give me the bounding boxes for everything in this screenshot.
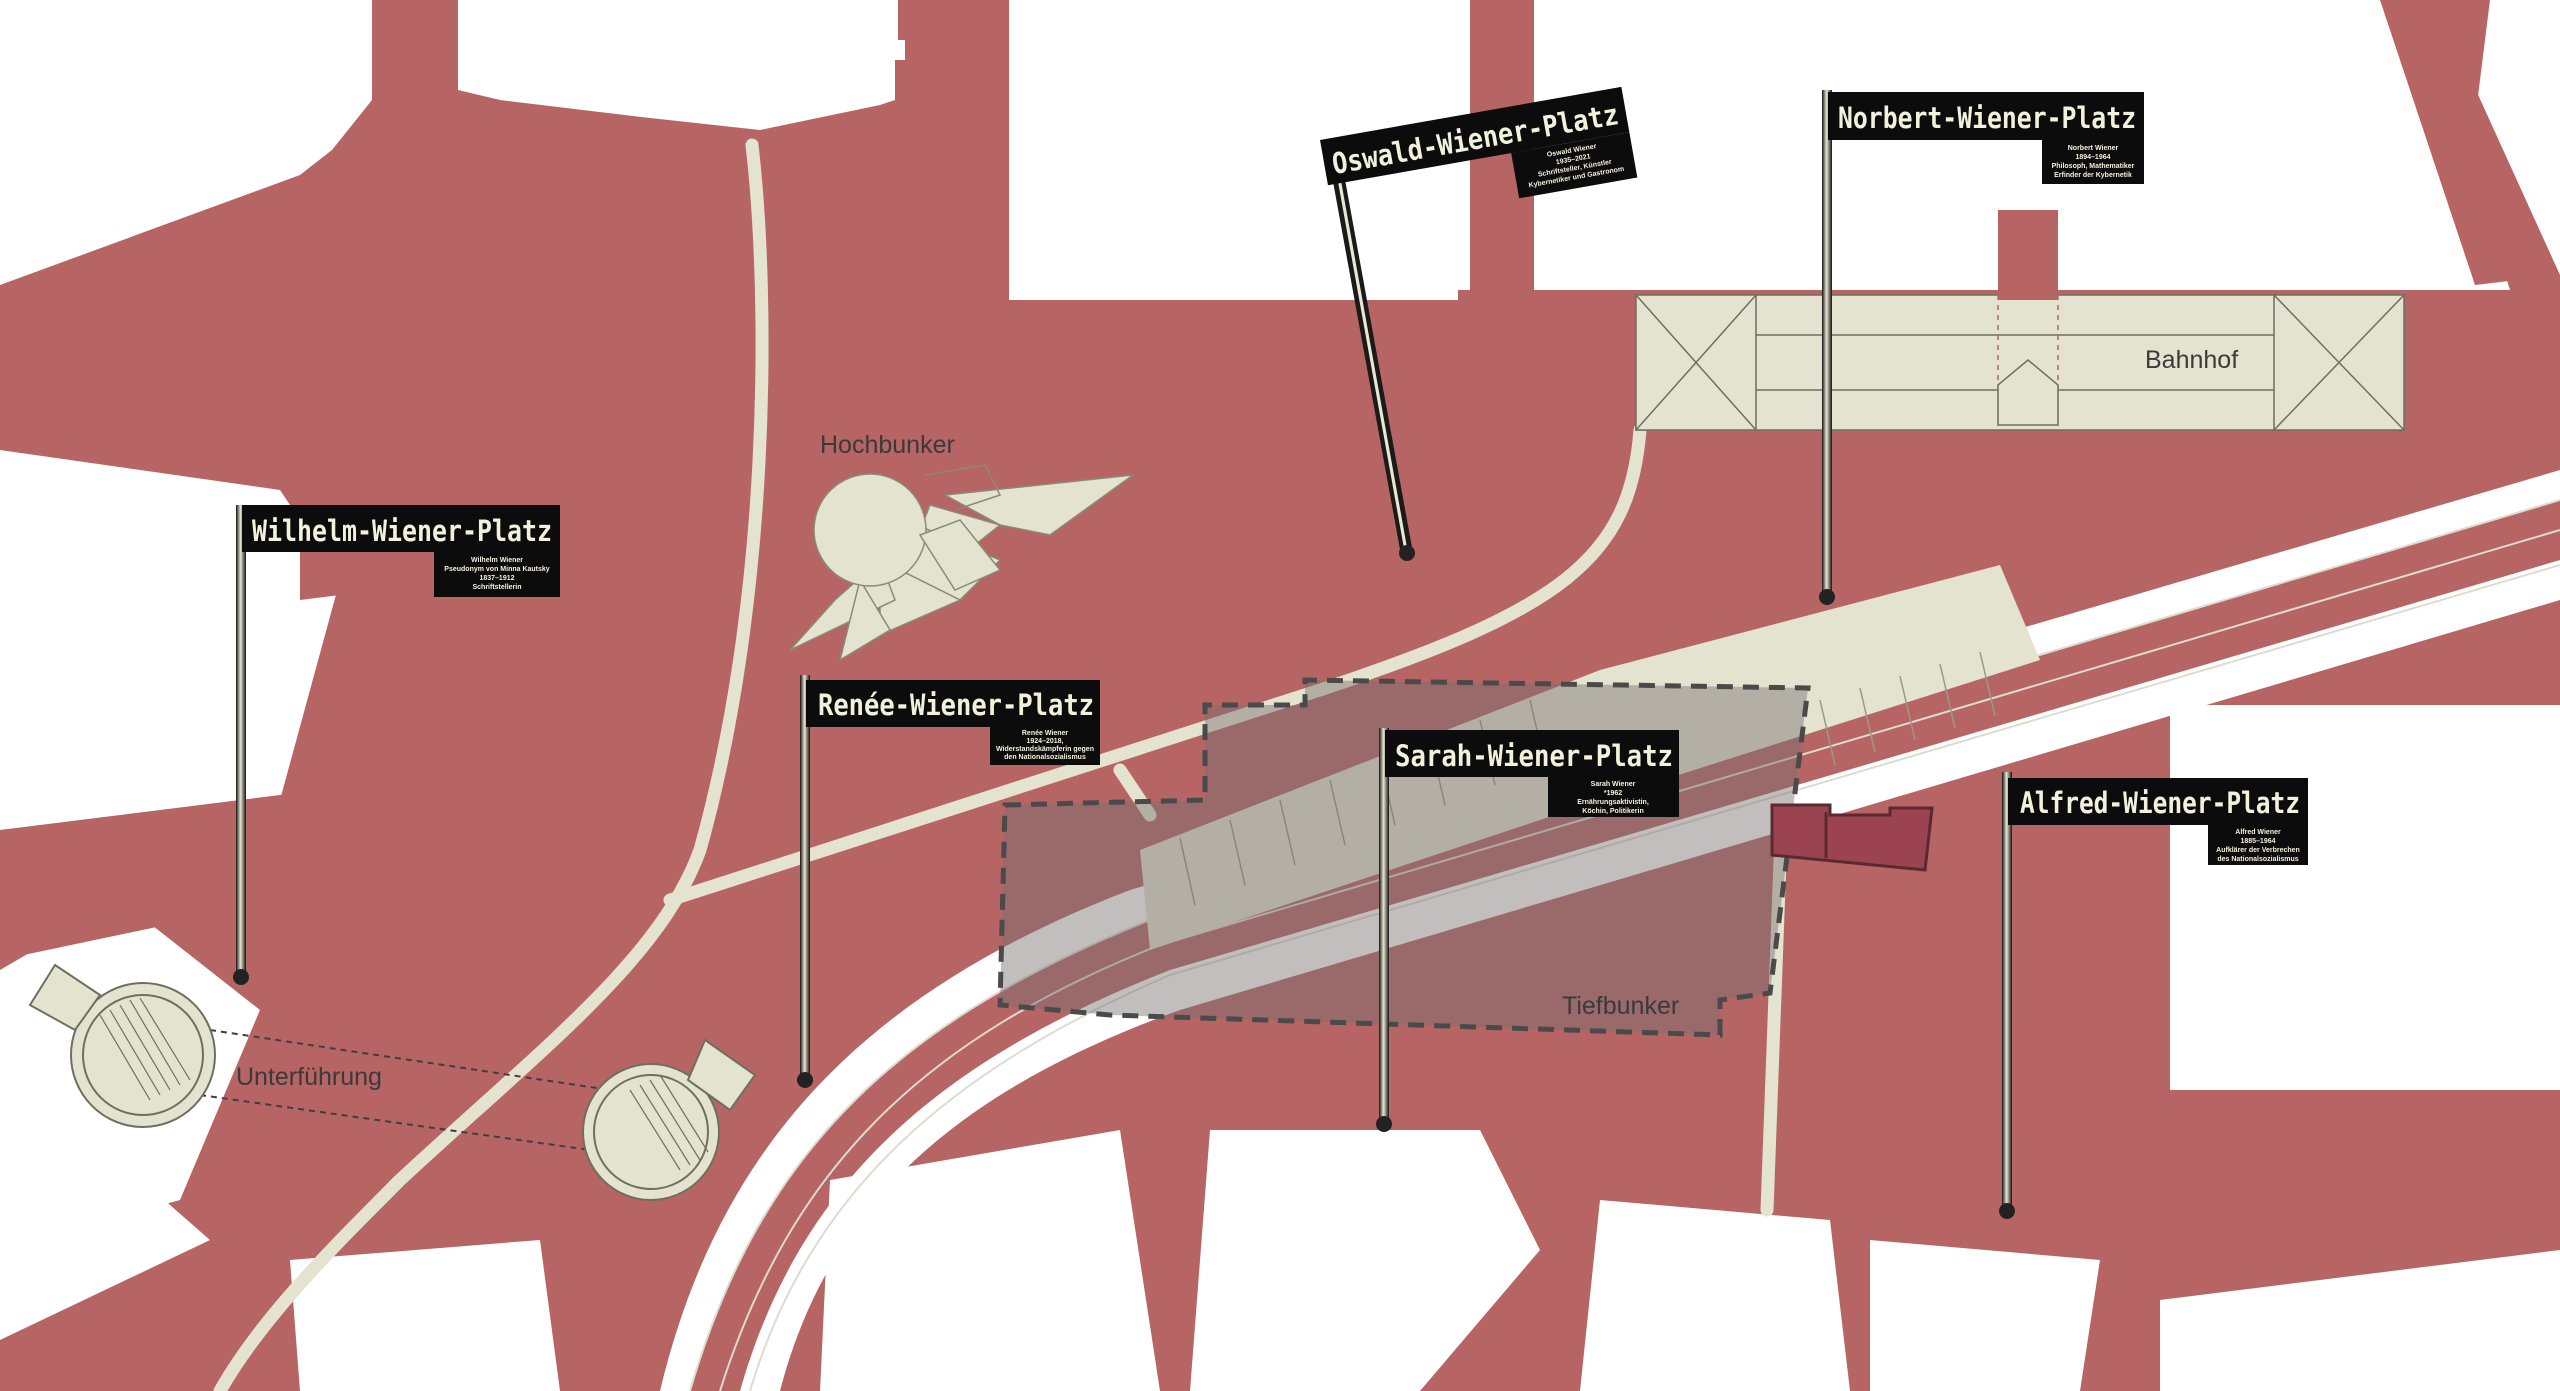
bahnhof-building xyxy=(1635,210,2405,431)
sign-info-plate xyxy=(990,727,1100,765)
sign-line: Schriftstellerin xyxy=(472,584,521,591)
sign-plate xyxy=(1320,86,1630,186)
sign-line: Erfinder der Kybernetik xyxy=(2054,172,2132,179)
sign-pole xyxy=(2002,772,2012,1210)
sign-plate xyxy=(806,680,1100,727)
sign-title: Norbert-Wiener-Platz xyxy=(1838,101,2136,135)
pole-foot xyxy=(1376,1116,1392,1132)
sign-plate xyxy=(2008,778,2308,825)
sign-wilhelm-wiener-platz: Wilhelm-Wiener-Platz Wilhelm Wiener Pseu… xyxy=(233,505,560,985)
sign-info-plate xyxy=(1548,777,1679,817)
sign-line: Sarah Wiener xyxy=(1591,781,1636,788)
sign-sarah-wiener-platz: Sarah-Wiener-Platz Sarah Wiener *1962 Er… xyxy=(1376,728,1679,1132)
sign-line: Pseudonym von Minna Kautsky xyxy=(444,566,550,573)
sign-line: Wilhelm Wiener xyxy=(471,557,523,564)
label-tiefbunker: Tiefbunker xyxy=(1562,992,1679,1020)
underpass xyxy=(28,963,757,1201)
sign-line: Köchin, Politikerin xyxy=(1582,808,1643,815)
pole-foot xyxy=(1819,589,1835,605)
sign-line: 1885–1964 xyxy=(2240,838,2275,845)
small-building xyxy=(1770,803,1934,872)
sign-line: 1894–1964 xyxy=(2075,154,2110,161)
sign-info-plate xyxy=(434,552,560,597)
sign-oswald-wiener-platz: Oswald-Wiener-Platz Oswald Wiener 1935–2… xyxy=(1320,86,1638,561)
sign-plate xyxy=(1828,92,2144,140)
sign-line: Philosoph, Mathematiker xyxy=(2052,163,2135,170)
sign-line: des Nationalsozialismus xyxy=(2217,856,2298,863)
sign-pole xyxy=(1379,728,1389,1123)
sign-info-plate xyxy=(2042,140,2144,184)
pole-foot xyxy=(233,969,249,985)
sign-title: Sarah-Wiener-Platz xyxy=(1395,739,1673,773)
sign-line: 1837–1912 xyxy=(479,575,514,582)
sign-renee-wiener-platz: Renée-Wiener-Platz Renée Wiener 1924–201… xyxy=(797,675,1100,1088)
sign-line: den Nationalsozialismus xyxy=(1004,754,1086,761)
sign-line: *1962 xyxy=(1604,790,1622,797)
label-unterfuehrung: Unterführung xyxy=(236,1063,382,1091)
sign-pole-highlight xyxy=(1335,164,1408,554)
sign-plate xyxy=(1385,730,1679,777)
sign-info-plate xyxy=(2208,825,2308,865)
sign-line: Renée Wiener xyxy=(1022,730,1069,737)
railway xyxy=(660,470,2560,1391)
sign-line: Alfred Wiener xyxy=(2235,829,2281,836)
pole-foot xyxy=(797,1072,813,1088)
sign-pole xyxy=(800,675,810,1080)
label-hochbunker: Hochbunker xyxy=(820,431,955,459)
sign-pole xyxy=(236,505,246,977)
sign-line: 1924–2018, xyxy=(1027,738,1064,745)
hochbunker-building xyxy=(789,464,1136,662)
sign-title: Renée-Wiener-Platz xyxy=(818,688,1094,722)
sign-line: Widerstandskämpferin gegen xyxy=(996,746,1094,753)
sign-plate xyxy=(242,505,560,552)
sign-info-plate xyxy=(1511,132,1638,199)
pole-foot xyxy=(1399,545,1415,561)
sign-alfred-wiener-platz: Alfred-Wiener-Platz Alfred Wiener 1885–1… xyxy=(1999,772,2308,1219)
sign-line: Ernährungsaktivistin, xyxy=(1577,799,1649,806)
pole-foot xyxy=(1999,1203,2015,1219)
sign-line: Aufklärer der Verbrechen xyxy=(2216,847,2300,854)
label-bahnhof: Bahnhof xyxy=(2145,346,2238,374)
sign-line: Norbert Wiener xyxy=(2068,145,2119,152)
sign-norbert-wiener-platz: Norbert-Wiener-Platz Norbert Wiener 1894… xyxy=(1819,90,2144,605)
sign-title: Alfred-Wiener-Platz xyxy=(2020,786,2300,820)
sign-title: Wilhelm-Wiener-Platz xyxy=(252,514,552,548)
sign-pole xyxy=(1822,90,1832,595)
